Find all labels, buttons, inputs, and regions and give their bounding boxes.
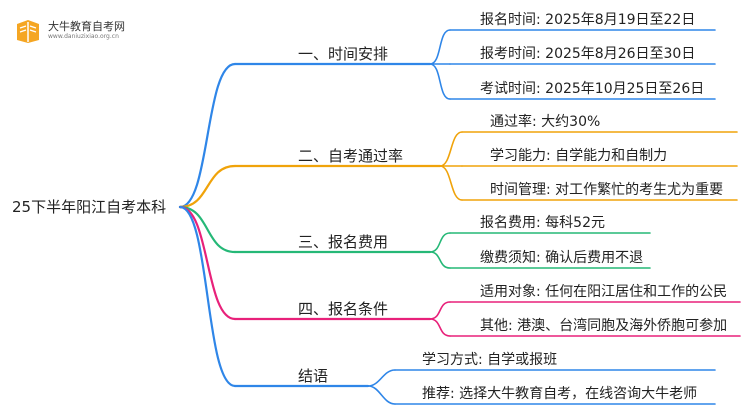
leaf-connector bbox=[367, 385, 396, 405]
leaf-study-method: 学习方式: 自学或报班 bbox=[422, 352, 558, 368]
logo-url: www.daniuzixiao.org.cn bbox=[48, 33, 119, 40]
leaf-exam-time: 考试时间: 2025年10月25日至26日 bbox=[480, 81, 705, 97]
leaf-time-management: 时间管理: 对工作繁忙的考生尤为重要 bbox=[490, 182, 724, 198]
leaf-other-eligibility: 其他: 港澳、台湾同胞及海外侨胞可参加 bbox=[480, 318, 728, 334]
leaf-connector bbox=[429, 318, 451, 337]
branch-connector bbox=[178, 205, 237, 254]
leaf-pass-rate: 通过率: 大约30% bbox=[490, 114, 601, 130]
root-topic: 25下半年阳江自考本科 bbox=[12, 198, 167, 216]
branch-connector bbox=[178, 164, 237, 209]
book-logo-icon bbox=[17, 20, 39, 43]
leaf-connector bbox=[429, 29, 451, 65]
leaf-payment-note: 缴费须知: 确认后费用不退 bbox=[480, 250, 644, 266]
leaf-application-time: 报考时间: 2025年8月26日至30日 bbox=[480, 46, 696, 62]
branch-conclusion: 结语 bbox=[298, 367, 329, 385]
branch-fees: 三、报名费用 bbox=[298, 233, 389, 251]
leaf-eligible-persons: 适用对象: 任何在阳江居住和工作的公民 bbox=[480, 284, 728, 300]
leaf-learning-ability: 学习能力: 自学能力和自制力 bbox=[490, 148, 668, 164]
leaf-registration-fee: 报名费用: 每科52元 bbox=[480, 215, 605, 231]
leaf-connector bbox=[429, 251, 451, 269]
branch-connector bbox=[178, 205, 237, 321]
leaf-registration-time: 报名时间: 2025年8月19日至22日 bbox=[480, 12, 696, 28]
leaf-connector bbox=[439, 131, 463, 167]
branch-conditions: 四、报名条件 bbox=[298, 300, 389, 318]
logo-title: 大牛教育自考网 bbox=[48, 20, 125, 33]
leaf-connector bbox=[439, 165, 463, 201]
leaf-connector bbox=[429, 232, 451, 253]
leaf-recommendation: 推荐: 选择大牛教育自考，在线咨询大牛老师 bbox=[422, 386, 698, 402]
leaf-connector bbox=[429, 301, 451, 320]
branch-pass-rate: 二、自考通过率 bbox=[298, 147, 404, 165]
branch-schedule: 一、时间安排 bbox=[298, 45, 389, 63]
leaf-connector bbox=[429, 63, 451, 100]
leaf-connector bbox=[367, 369, 396, 387]
branch-connector bbox=[178, 205, 237, 388]
branch-connector bbox=[178, 62, 237, 209]
site-logo: 大牛教育自考网 www.daniuzixiao.org.cn bbox=[14, 16, 174, 46]
